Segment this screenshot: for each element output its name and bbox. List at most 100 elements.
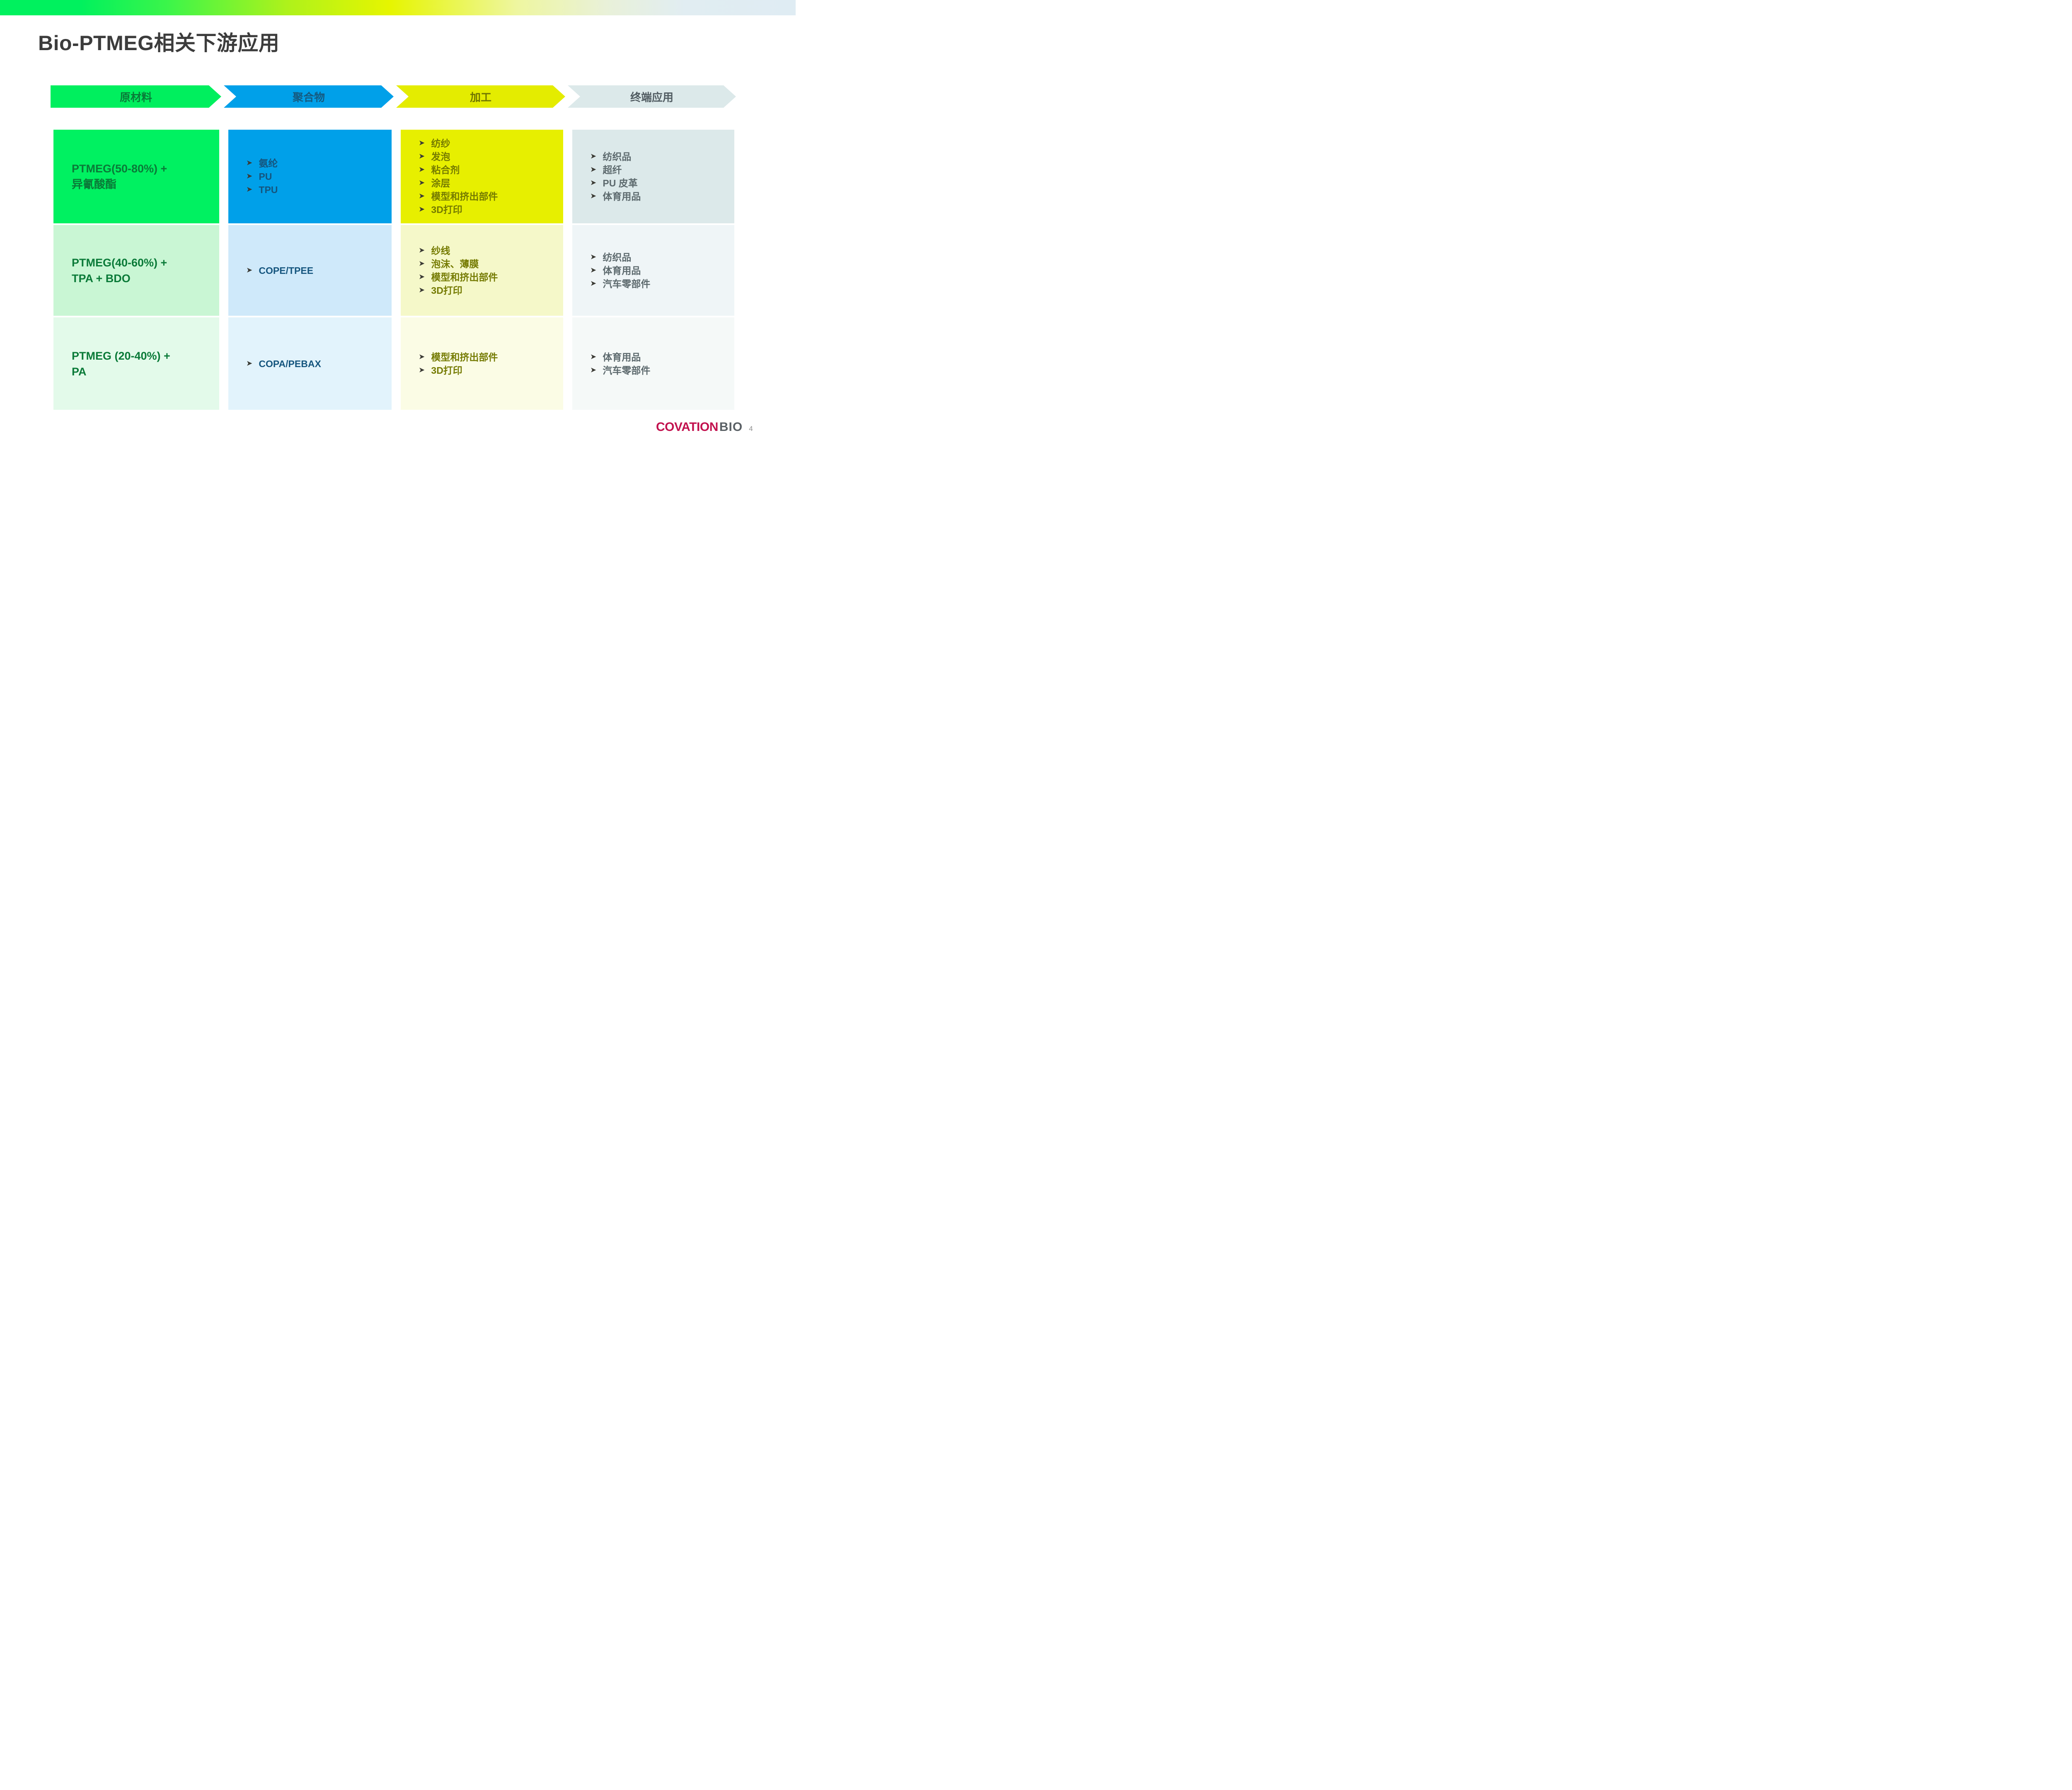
cell-processing-row1: ➤ 纺纱 ➤ 发泡 ➤ 粘合剂 ➤ 涂层 ➤ 模型和挤出部件 ➤ 3D打印: [401, 130, 563, 223]
list-item: ➤ 涂层: [419, 177, 556, 190]
cell-text-line: TPA + BDO: [72, 272, 131, 285]
list-item-text: 纺纱: [431, 138, 450, 149]
slide: Bio-PTMEG相关下游应用 原材料 聚合物 加工 终端应用 PTMEG(50…: [0, 0, 796, 448]
list-item-text: 模型和挤出部件: [431, 351, 498, 363]
arrow-bullet-icon: ➤: [247, 360, 252, 367]
cell-raw-materials-row1: PTMEG(50-80%) + 异氰酸酯: [53, 130, 219, 223]
cell-end-use-row2: ➤ 纺织品 ➤ 体育用品 ➤ 汽车零部件: [572, 225, 734, 316]
list-item-text: 3D打印: [431, 365, 462, 376]
arrow-bullet-icon: ➤: [419, 260, 425, 267]
cell-raw-materials-row3: PTMEG (20-40%) + PA: [53, 317, 219, 410]
list-item: ➤ 体育用品: [591, 351, 727, 364]
arrow-bullet-icon: ➤: [419, 353, 425, 360]
arrow-bullet-icon: ➤: [419, 179, 425, 186]
arrow-bullet-icon: ➤: [419, 247, 425, 254]
cell-polymers-row3: ➤ COPA/PEBAX: [228, 317, 392, 410]
cell-text: PTMEG (20-40%) + PA: [72, 348, 212, 380]
arrow-bullet-icon: ➤: [419, 166, 425, 173]
arrow-bullet-icon: ➤: [591, 166, 596, 173]
list-item-text: 氨纶: [259, 158, 278, 169]
top-gradient-bar: [0, 0, 796, 15]
arrow-bullet-icon: ➤: [591, 179, 596, 186]
arrow-bullet-icon: ➤: [591, 266, 596, 274]
list-item: ➤ 纺织品: [591, 150, 727, 163]
stage-arrow-label: 终端应用: [630, 91, 673, 104]
list-item: ➤ 体育用品: [591, 264, 727, 277]
list-item-text: 体育用品: [603, 351, 641, 363]
list-item: ➤ 模型和挤出部件: [419, 351, 556, 364]
list-item-text: 汽车零部件: [603, 278, 651, 289]
list-item: ➤ TPU: [247, 183, 384, 196]
arrow-bullet-icon: ➤: [419, 273, 425, 281]
arrow-bullet-icon: ➤: [591, 193, 596, 200]
cell-list: ➤ COPA/PEBAX: [247, 357, 384, 370]
list-item-text: 发泡: [431, 151, 450, 162]
stage-arrow-polymers: 聚合物: [224, 85, 394, 108]
list-item: ➤ 纱线: [419, 244, 556, 257]
arrow-bullet-icon: ➤: [591, 153, 596, 160]
list-item: ➤ 3D打印: [419, 364, 556, 377]
list-item-text: 模型和挤出部件: [431, 191, 498, 202]
list-item-text: 体育用品: [603, 265, 641, 276]
list-item: ➤ PU 皮革: [591, 177, 727, 190]
cell-text-line: PTMEG(50-80%) +: [72, 162, 167, 175]
list-item: ➤ 纺织品: [591, 251, 727, 264]
list-item: ➤ 模型和挤出部件: [419, 271, 556, 284]
arrow-bullet-icon: ➤: [247, 160, 252, 167]
list-item-text: COPE/TPEE: [259, 265, 314, 276]
cell-end-use-row3: ➤ 体育用品 ➤ 汽车零部件: [572, 317, 734, 410]
arrow-bullet-icon: ➤: [247, 173, 252, 180]
cell-list: ➤ 纱线 ➤ 泡沫、薄膜 ➤ 模型和挤出部件 ➤ 3D打印: [419, 244, 556, 297]
cell-text-line: 异氰酸酯: [72, 178, 116, 191]
list-item: ➤ 粘合剂: [419, 163, 556, 177]
cell-text-line: PTMEG (20-40%) +: [72, 349, 170, 362]
cell-list: ➤ COPE/TPEE: [247, 264, 384, 277]
arrow-bullet-icon: ➤: [591, 280, 596, 287]
stage-arrow-label: 聚合物: [292, 91, 325, 104]
list-item-text: 汽车零部件: [603, 365, 651, 376]
cell-list: ➤ 模型和挤出部件 ➤ 3D打印: [419, 351, 556, 377]
list-item-text: 模型和挤出部件: [431, 271, 498, 283]
covation-bio-logo: BIO: [719, 420, 743, 434]
list-item-text: 超纤: [603, 164, 622, 175]
list-item-text: 纺织品: [603, 151, 632, 162]
list-item: ➤ COPA/PEBAX: [247, 357, 384, 370]
list-item-text: PU: [259, 171, 272, 182]
stage-arrow-end-use: 终端应用: [568, 85, 736, 108]
list-item: ➤ 发泡: [419, 150, 556, 163]
list-item: ➤ COPE/TPEE: [247, 264, 384, 277]
footer: COVATION BIO 4: [656, 420, 753, 434]
covation-logo: COVATION: [656, 420, 718, 434]
cell-list: ➤ 纺织品 ➤ 体育用品 ➤ 汽车零部件: [591, 251, 727, 290]
arrow-bullet-icon: ➤: [247, 266, 252, 274]
list-item: ➤ 体育用品: [591, 190, 727, 203]
cell-text-line: PTMEG(40-60%) +: [72, 256, 167, 269]
cell-list: ➤ 纺织品 ➤ 超纤 ➤ PU 皮革 ➤ 体育用品: [591, 150, 727, 203]
cell-polymers-row1: ➤ 氨纶 ➤ PU ➤ TPU: [228, 130, 392, 223]
list-item-text: TPU: [259, 184, 278, 195]
arrow-bullet-icon: ➤: [419, 366, 425, 374]
list-item-text: PU 皮革: [603, 178, 638, 189]
cell-polymers-row2: ➤ COPE/TPEE: [228, 225, 392, 316]
arrow-bullet-icon: ➤: [591, 353, 596, 360]
cell-text-line: PA: [72, 365, 87, 378]
list-item: ➤ 纺纱: [419, 137, 556, 150]
list-item: ➤ 3D打印: [419, 284, 556, 297]
list-item-text: 3D打印: [431, 204, 462, 215]
cell-list: ➤ 体育用品 ➤ 汽车零部件: [591, 351, 727, 377]
cell-list: ➤ 氨纶 ➤ PU ➤ TPU: [247, 157, 384, 196]
cell-text: PTMEG(40-60%) + TPA + BDO: [72, 255, 212, 286]
cell-text: PTMEG(50-80%) + 异氰酸酯: [72, 161, 212, 192]
arrow-bullet-icon: ➤: [419, 193, 425, 200]
list-item-text: COPA/PEBAX: [259, 358, 321, 369]
arrow-bullet-icon: ➤: [419, 286, 425, 294]
arrow-bullet-icon: ➤: [247, 186, 252, 193]
list-item: ➤ 模型和挤出部件: [419, 190, 556, 203]
list-item: ➤ 汽车零部件: [591, 364, 727, 377]
list-item: ➤ 3D打印: [419, 203, 556, 216]
cell-list: ➤ 纺纱 ➤ 发泡 ➤ 粘合剂 ➤ 涂层 ➤ 模型和挤出部件 ➤ 3D打印: [419, 137, 556, 216]
arrow-bullet-icon: ➤: [591, 366, 596, 374]
list-item: ➤ 超纤: [591, 163, 727, 177]
cell-processing-row3: ➤ 模型和挤出部件 ➤ 3D打印: [401, 317, 563, 410]
arrow-bullet-icon: ➤: [419, 140, 425, 147]
